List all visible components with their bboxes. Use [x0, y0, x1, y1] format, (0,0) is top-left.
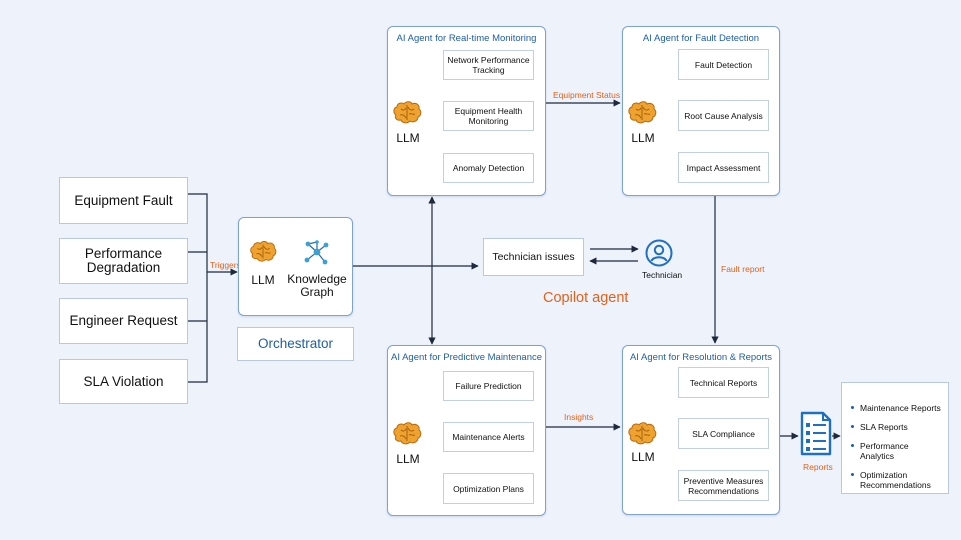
trigger-engineer-request: Engineer Request	[59, 298, 188, 344]
technician-icon	[645, 239, 673, 267]
agent-fault-title: AI Agent for Fault Detection	[642, 33, 760, 44]
trigger-performance-degradation: Performance Degradation	[59, 238, 188, 284]
reports-list: Maintenance Reports SLA Reports Performa…	[850, 403, 942, 490]
knowledge-graph-icon	[304, 240, 329, 265]
task-technical-reports: Technical Reports	[678, 367, 769, 398]
report-document-icon	[800, 411, 832, 456]
agent-monitoring-llm-label: LLM	[396, 131, 420, 145]
triggers-label: Triggers	[210, 260, 241, 270]
task-root-cause-analysis: Root Cause Analysis	[678, 100, 769, 131]
trigger-bracket	[188, 193, 208, 383]
trigger-sla-violation: SLA Violation	[59, 359, 188, 404]
fault-report-label: Fault report	[721, 264, 765, 274]
task-optimization-plans: Optimization Plans	[443, 473, 534, 504]
reports-label: Reports	[803, 462, 833, 472]
agent-fault-llm-label: LLM	[631, 131, 655, 145]
trigger-equipment-fault: Equipment Fault	[59, 177, 188, 224]
task-anomaly-detection: Anomaly Detection	[443, 153, 534, 183]
knowledge-graph-label: Knowledge Graph	[287, 272, 347, 299]
technician-issues-box: Technician issues	[483, 238, 584, 276]
list-item: Maintenance Reports	[850, 403, 942, 413]
agent-resolution-title: AI Agent for Resolution & Reports	[629, 352, 773, 363]
agent-monitoring-title: AI Agent for Real-time Monitoring	[396, 33, 537, 44]
brain-icon	[393, 101, 422, 124]
agent-resolution-llm-label: LLM	[631, 450, 655, 464]
agent-predictive-llm-label: LLM	[396, 452, 420, 466]
task-maintenance-alerts: Maintenance Alerts	[443, 422, 534, 452]
brain-icon	[628, 101, 657, 124]
equipment-status-label: Equipment Status	[553, 90, 621, 100]
orchestrator-box: LLM Knowledge Graph	[238, 217, 353, 316]
brain-icon	[628, 422, 657, 445]
insights-label: Insights	[564, 412, 594, 422]
technician-label: Technician	[642, 270, 683, 280]
copilot-title: Copilot agent	[543, 290, 629, 306]
task-fault-detection: Fault Detection	[678, 49, 769, 80]
list-item: Performance Analytics	[850, 441, 942, 461]
task-failure-prediction: Failure Prediction	[443, 371, 534, 401]
brain-icon	[250, 241, 277, 262]
reports-list-box: Maintenance Reports SLA Reports Performa…	[841, 382, 949, 494]
orchestrator-llm-label: LLM	[251, 273, 275, 287]
task-sla-compliance: SLA Compliance	[678, 418, 769, 449]
brain-icon	[393, 422, 422, 445]
orchestrator-label: Orchestrator	[237, 327, 354, 361]
list-item: SLA Reports	[850, 422, 942, 432]
task-impact-assessment: Impact Assessment	[678, 152, 769, 183]
agent-predictive-title: AI Agent for Predictive Maintenance	[390, 352, 543, 363]
